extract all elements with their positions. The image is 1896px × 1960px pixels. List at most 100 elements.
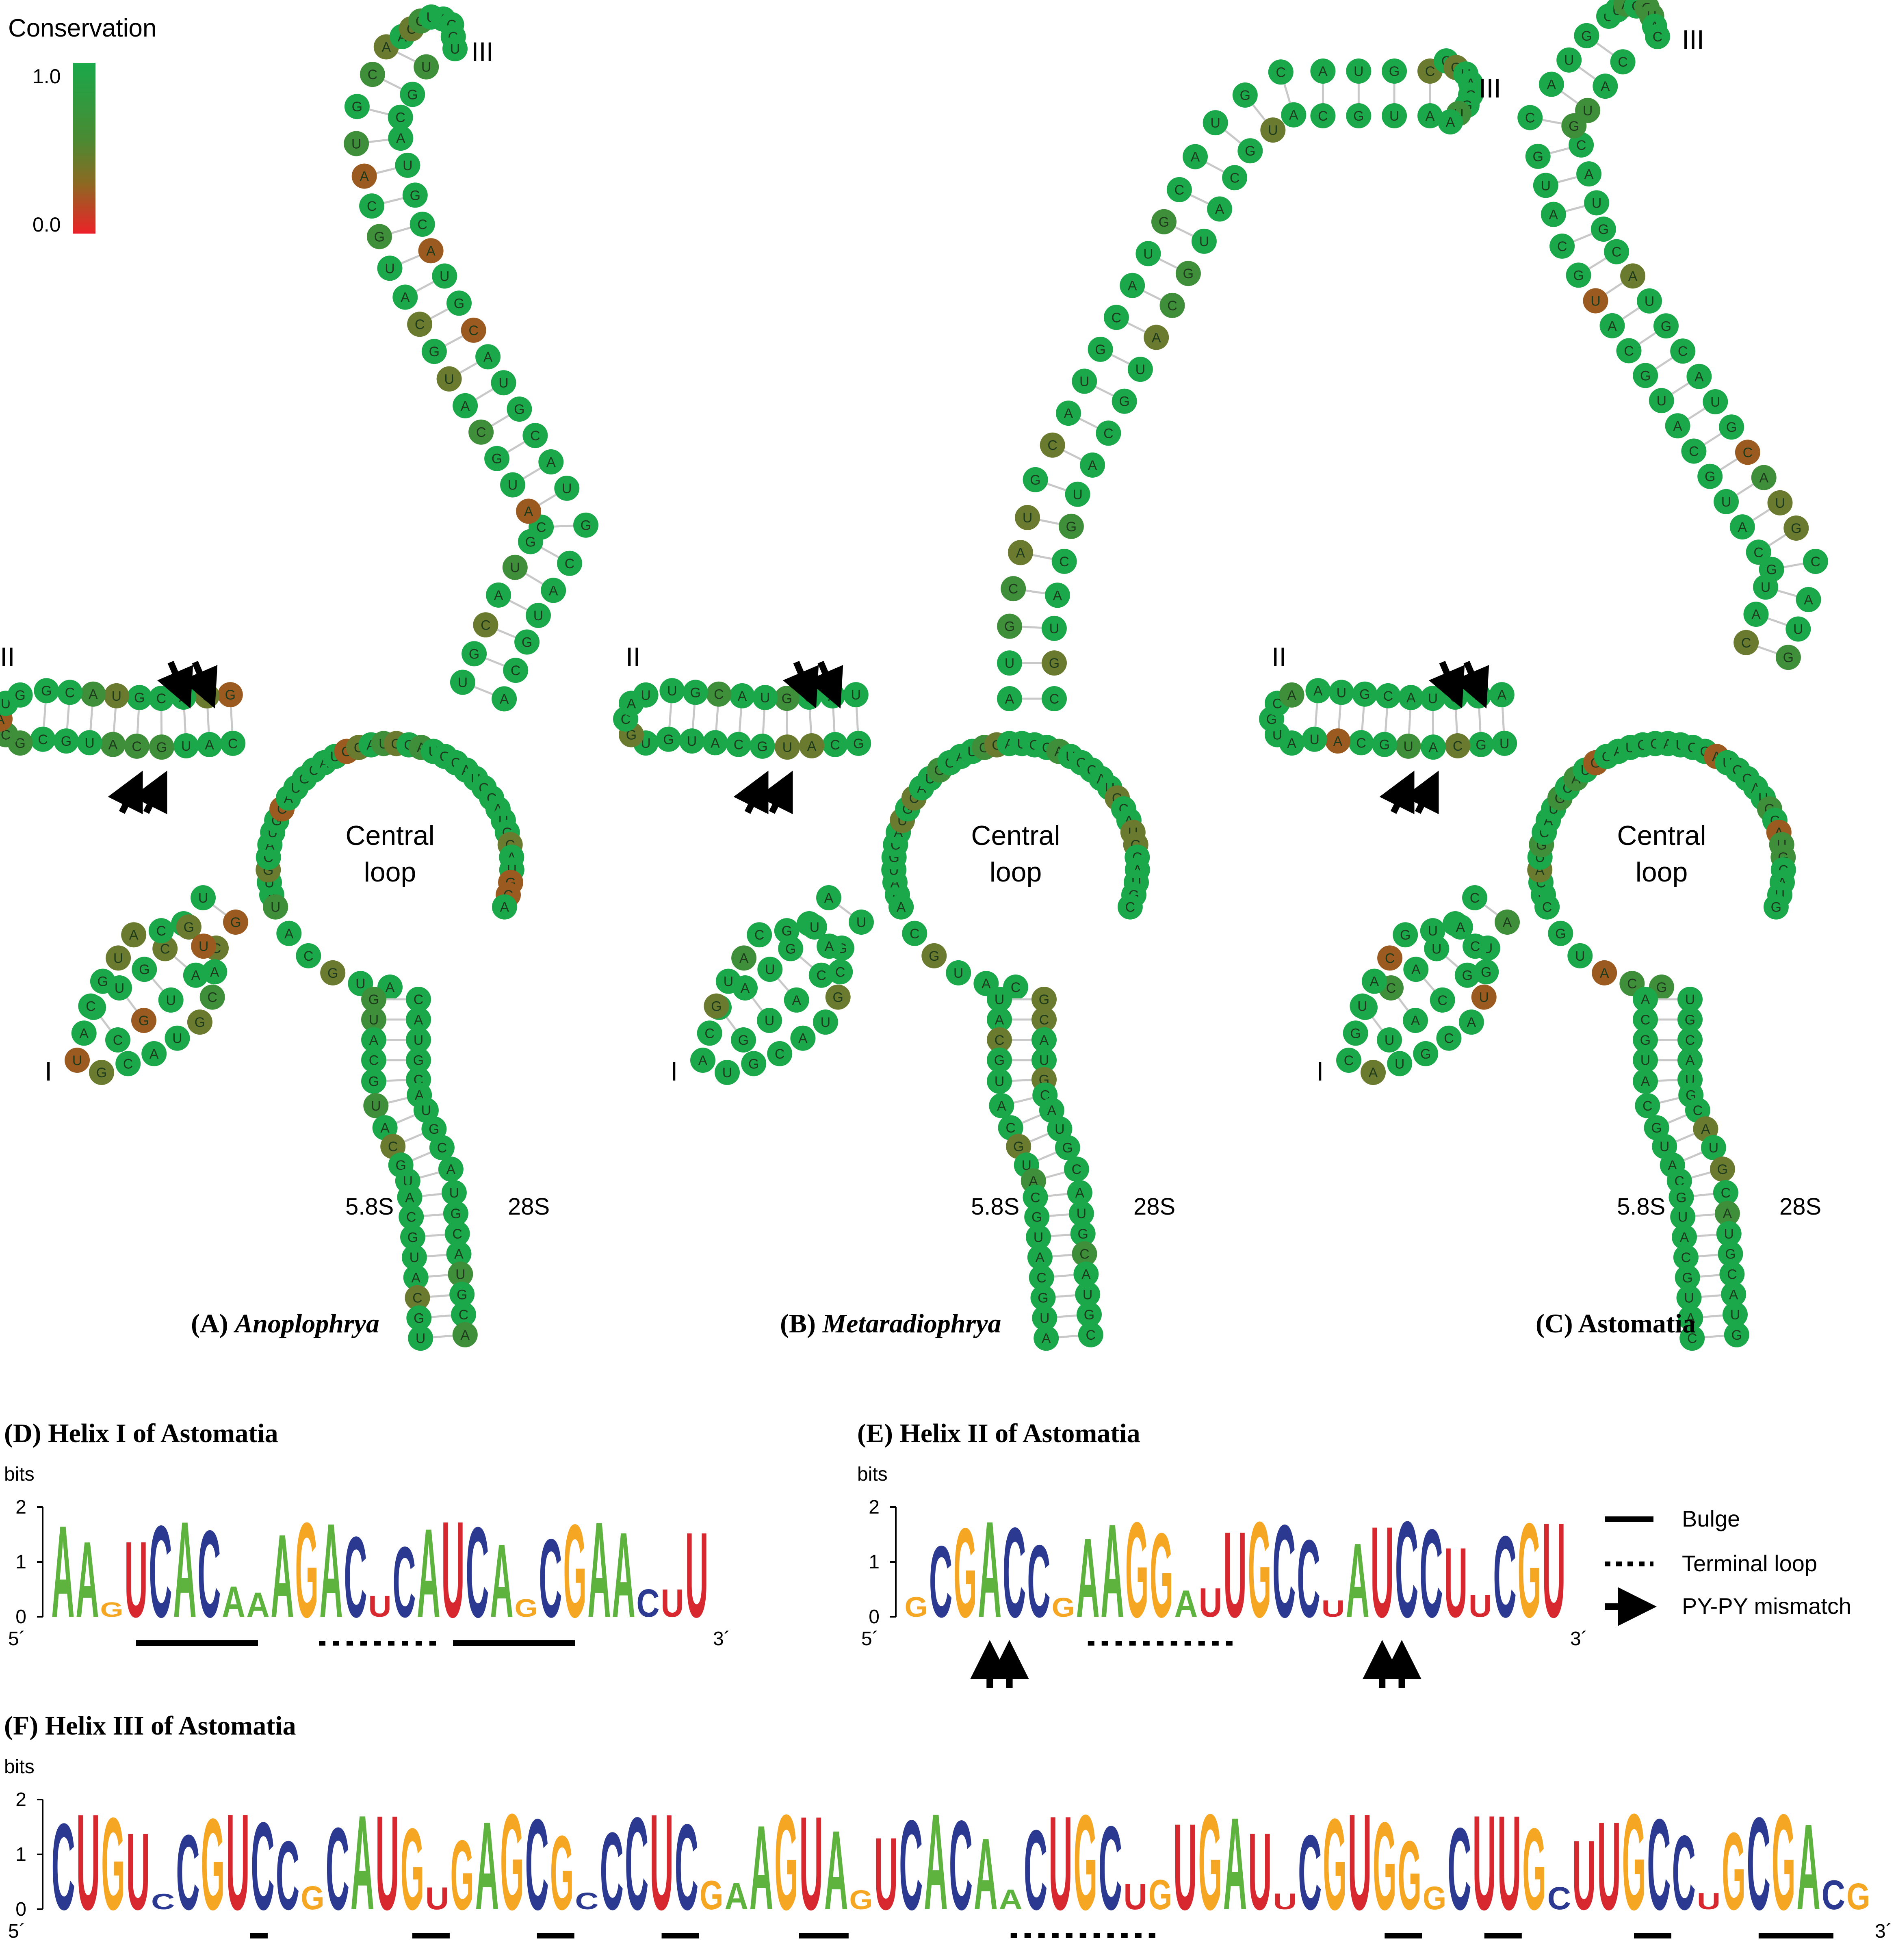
nucleotide: G [741, 1051, 767, 1076]
nucleotide: U [774, 734, 800, 760]
nucleotide: A [1310, 58, 1336, 84]
nucleotide: C [1463, 933, 1488, 959]
svg-text:U: U [1389, 108, 1400, 124]
svg-text:C: C [1039, 1012, 1049, 1028]
mismatch-arrow-icon [733, 771, 769, 814]
nucleotide: A [817, 933, 842, 959]
svg-text:G: G [1766, 562, 1777, 578]
nucleotide: C [124, 733, 150, 759]
svg-text:G: G [407, 1230, 418, 1245]
helix-iii-label: III [1479, 73, 1501, 103]
svg-text:U: U [1640, 1053, 1651, 1068]
svg-text:C: C [417, 217, 427, 232]
svg-text:G: G [1066, 519, 1077, 535]
logo-letter: G [774, 1786, 798, 1938]
logo-letter: C [1493, 1512, 1516, 1642]
nucleotide: C [1078, 1322, 1103, 1347]
nucleotide: C [1746, 539, 1771, 565]
nucleotide: C [503, 658, 529, 683]
svg-text:C: C [1437, 993, 1447, 1008]
nucleotide: C [220, 730, 246, 756]
svg-text:A: A [1641, 1074, 1650, 1089]
nucleotide: C [1096, 420, 1121, 446]
svg-text:U: U [1685, 992, 1695, 1007]
logo-letter: U [1322, 1596, 1345, 1622]
nucleotide: U [1065, 481, 1090, 507]
svg-text:U: U [112, 689, 122, 704]
svg-text:C: C [1386, 981, 1396, 996]
nucleotide: G [449, 1282, 475, 1307]
svg-text:C: C [207, 990, 217, 1005]
nucleotide: G [1525, 143, 1551, 169]
nucleotide: G [1653, 313, 1679, 339]
svg-text:G: G [429, 344, 440, 360]
nucleotide: G [149, 734, 174, 760]
svg-text:U: U [562, 481, 572, 496]
nucleotide: A [276, 920, 302, 946]
svg-text:U: U [172, 1031, 182, 1046]
svg-text:A: A [825, 939, 834, 954]
svg-text:C: C [1640, 1012, 1651, 1028]
svg-text:U: U [1055, 1122, 1065, 1137]
nucleotide: U [1567, 943, 1593, 968]
nucleotide: A [121, 922, 147, 948]
logo-letter: C [625, 1790, 648, 1937]
nucleotide: U [1068, 1201, 1094, 1226]
logo-3prime-label: 3´ [713, 1628, 730, 1650]
logo-letter: A [974, 1817, 997, 1931]
nucleotide: U [401, 1245, 427, 1270]
svg-text:U: U [856, 915, 867, 930]
logo-letter: G [1323, 1791, 1346, 1937]
logo-letter: C [393, 1526, 416, 1638]
nucleotide: A [888, 894, 914, 920]
logo-letter: G [1398, 1821, 1421, 1930]
svg-text:G: G [414, 1311, 424, 1326]
svg-text:A: A [1040, 1033, 1049, 1048]
svg-text:U: U [498, 375, 509, 391]
svg-text:C: C [132, 739, 142, 754]
nucleotide: C [410, 212, 435, 237]
logo-letter: C [1099, 1802, 1122, 1935]
svg-text:U: U [1660, 1139, 1670, 1154]
nucleotide: U [987, 1068, 1012, 1094]
nucleotide: G [446, 290, 472, 316]
svg-text:U: U [414, 1033, 424, 1048]
svg-text:U: U [667, 683, 677, 699]
svg-text:A: A [1426, 108, 1435, 124]
svg-text:A: A [1406, 690, 1416, 706]
svg-text:U: U [1005, 656, 1015, 671]
nucleotide: A [1080, 452, 1105, 478]
nucleotide: U [1716, 1221, 1742, 1246]
svg-text:U: U [1709, 1140, 1719, 1156]
svg-text:G: G [1379, 737, 1390, 753]
svg-text:U: U [1039, 1053, 1049, 1068]
svg-text:G: G [785, 941, 796, 957]
nucleotide: A [418, 238, 444, 264]
central-loop-label: loop [364, 857, 416, 888]
svg-text:A: A [1152, 330, 1161, 346]
nucleotide: G [187, 1009, 212, 1035]
svg-text:C: C [775, 1046, 785, 1062]
svg-text:G: G [782, 691, 792, 706]
svg-text:A: A [129, 927, 139, 943]
svg-text:G: G [1450, 690, 1460, 705]
svg-text:A: A [1411, 962, 1421, 977]
logo-letter: G [1074, 1787, 1097, 1938]
logo-letter: U [1469, 1589, 1492, 1624]
svg-text:A: A [1215, 202, 1224, 217]
nucleotide: G [683, 680, 708, 705]
svg-text:C: C [714, 687, 724, 702]
logo-title: (F) Helix III of Astomatia [4, 1711, 296, 1741]
legend-min-label: 0.0 [33, 213, 61, 236]
svg-text:A: A [446, 1162, 456, 1177]
svg-text:A: A [1047, 1103, 1057, 1118]
legend-title: Conservation [8, 14, 156, 42]
svg-text:A: A [360, 169, 369, 184]
svg-text:G: G [1119, 394, 1129, 409]
svg-text:G: G [41, 683, 52, 699]
logo-letter: G [1846, 1875, 1870, 1917]
svg-text:A: A [1075, 1185, 1085, 1201]
nucleotide: U [65, 1048, 90, 1073]
svg-text:C: C [1174, 182, 1185, 198]
nucleotide: G [1058, 513, 1084, 539]
